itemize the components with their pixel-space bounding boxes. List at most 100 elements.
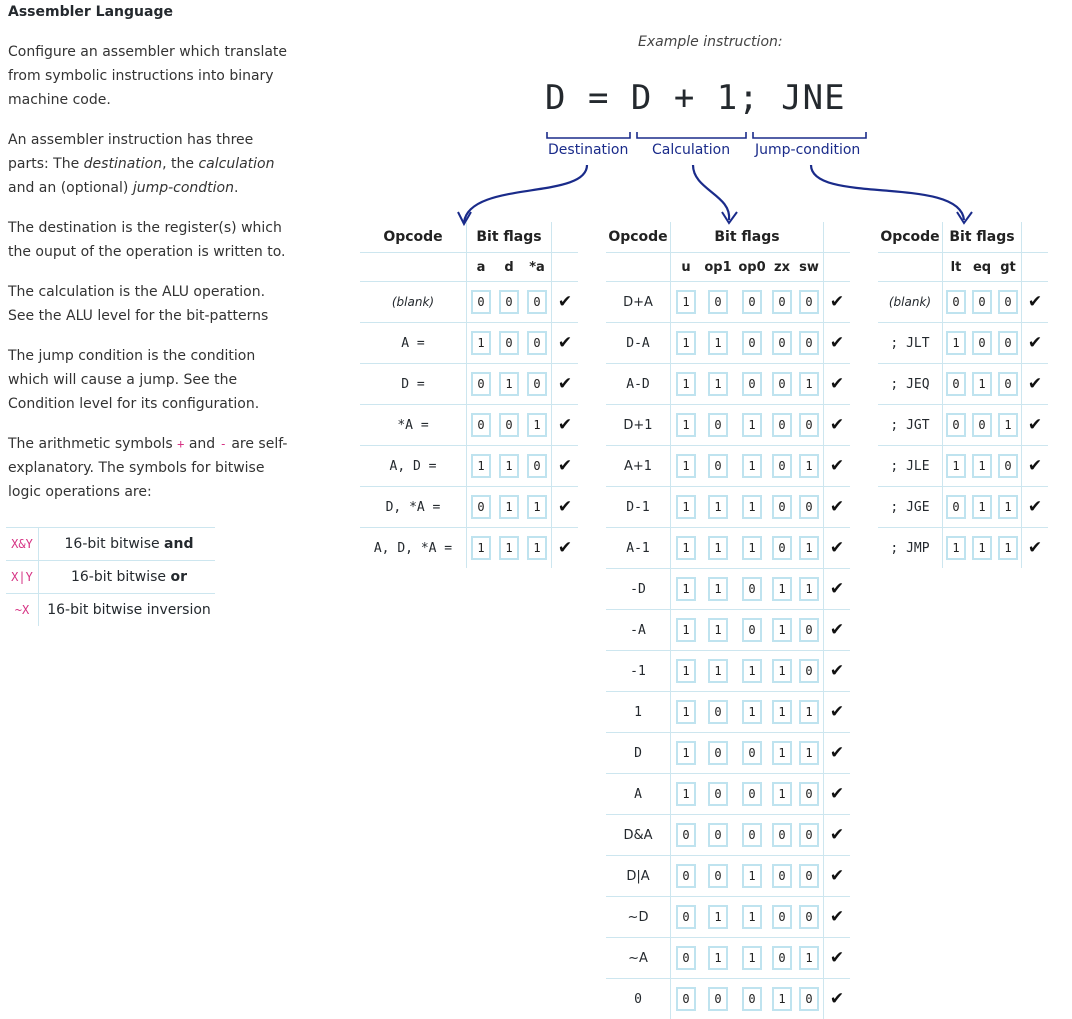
bit-toggle[interactable]: 0	[772, 864, 792, 888]
bit-toggle[interactable]: 0	[527, 372, 547, 396]
bit-toggle[interactable]: 0	[972, 331, 992, 355]
bit-toggle[interactable]: 1	[972, 495, 992, 519]
bit-toggle[interactable]: 0	[998, 290, 1018, 314]
bit-toggle[interactable]: 1	[499, 454, 519, 478]
bit-toggle[interactable]: 0	[799, 331, 819, 355]
bit-toggle[interactable]: 1	[499, 495, 519, 519]
bit-toggle[interactable]: 0	[708, 290, 728, 314]
bit-toggle[interactable]: 0	[708, 454, 728, 478]
bit-toggle[interactable]: 1	[527, 536, 547, 560]
bit-toggle[interactable]: 1	[708, 659, 728, 683]
bit-toggle[interactable]: 1	[772, 577, 792, 601]
bit-toggle[interactable]: 1	[471, 536, 491, 560]
bit-toggle[interactable]: 1	[499, 372, 519, 396]
bit-toggle[interactable]: 0	[772, 372, 792, 396]
bit-toggle[interactable]: 0	[742, 618, 762, 642]
bit-toggle[interactable]: 1	[708, 536, 728, 560]
bit-toggle[interactable]: 1	[742, 454, 762, 478]
bit-toggle[interactable]: 1	[708, 372, 728, 396]
bit-toggle[interactable]: 0	[799, 823, 819, 847]
bit-toggle[interactable]: 1	[946, 331, 966, 355]
bit-toggle[interactable]: 0	[799, 495, 819, 519]
bit-toggle[interactable]: 1	[676, 700, 696, 724]
bit-toggle[interactable]: 1	[772, 741, 792, 765]
bit-toggle[interactable]: 0	[772, 946, 792, 970]
bit-toggle[interactable]: 1	[708, 577, 728, 601]
bit-toggle[interactable]: 0	[972, 290, 992, 314]
bit-toggle[interactable]: 1	[676, 577, 696, 601]
bit-toggle[interactable]: 1	[742, 700, 762, 724]
bit-toggle[interactable]: 0	[946, 413, 966, 437]
bit-toggle[interactable]: 0	[772, 290, 792, 314]
bit-toggle[interactable]: 1	[527, 413, 547, 437]
bit-toggle[interactable]: 1	[742, 659, 762, 683]
bit-toggle[interactable]: 1	[799, 536, 819, 560]
bit-toggle[interactable]: 0	[676, 946, 696, 970]
bit-toggle[interactable]: 0	[772, 495, 792, 519]
bit-toggle[interactable]: 0	[799, 413, 819, 437]
bit-toggle[interactable]: 1	[772, 782, 792, 806]
bit-toggle[interactable]: 0	[708, 782, 728, 806]
bit-toggle[interactable]: 1	[676, 290, 696, 314]
bit-toggle[interactable]: 1	[708, 618, 728, 642]
bit-toggle[interactable]: 0	[471, 413, 491, 437]
bit-toggle[interactable]: 1	[676, 495, 696, 519]
bit-toggle[interactable]: 0	[708, 987, 728, 1011]
bit-toggle[interactable]: 0	[742, 331, 762, 355]
bit-toggle[interactable]: 0	[742, 987, 762, 1011]
bit-toggle[interactable]: 0	[799, 618, 819, 642]
bit-toggle[interactable]: 0	[708, 741, 728, 765]
bit-toggle[interactable]: 0	[676, 864, 696, 888]
bit-toggle[interactable]: 0	[772, 454, 792, 478]
bit-toggle[interactable]: 0	[799, 987, 819, 1011]
bit-toggle[interactable]: 0	[708, 864, 728, 888]
bit-toggle[interactable]: 1	[676, 741, 696, 765]
bit-toggle[interactable]: 0	[998, 454, 1018, 478]
bit-toggle[interactable]: 1	[946, 536, 966, 560]
bit-toggle[interactable]: 1	[471, 331, 491, 355]
bit-toggle[interactable]: 0	[742, 741, 762, 765]
bit-toggle[interactable]: 1	[799, 577, 819, 601]
bit-toggle[interactable]: 0	[676, 987, 696, 1011]
bit-toggle[interactable]: 1	[772, 987, 792, 1011]
bit-toggle[interactable]: 0	[471, 372, 491, 396]
bit-toggle[interactable]: 0	[742, 372, 762, 396]
bit-toggle[interactable]: 1	[676, 372, 696, 396]
bit-toggle[interactable]: 0	[799, 864, 819, 888]
bit-toggle[interactable]: 1	[998, 413, 1018, 437]
bit-toggle[interactable]: 0	[527, 331, 547, 355]
bit-toggle[interactable]: 0	[799, 290, 819, 314]
bit-toggle[interactable]: 0	[742, 290, 762, 314]
bit-toggle[interactable]: 0	[772, 536, 792, 560]
bit-toggle[interactable]: 1	[708, 946, 728, 970]
bit-toggle[interactable]: 1	[799, 946, 819, 970]
bit-toggle[interactable]: 0	[799, 905, 819, 929]
bit-toggle[interactable]: 1	[742, 946, 762, 970]
bit-toggle[interactable]: 1	[972, 372, 992, 396]
bit-toggle[interactable]: 1	[708, 331, 728, 355]
bit-toggle[interactable]: 0	[946, 372, 966, 396]
bit-toggle[interactable]: 1	[676, 618, 696, 642]
bit-toggle[interactable]: 1	[742, 495, 762, 519]
bit-toggle[interactable]: 1	[946, 454, 966, 478]
bit-toggle[interactable]: 1	[471, 454, 491, 478]
bit-toggle[interactable]: 1	[998, 536, 1018, 560]
bit-toggle[interactable]: 0	[499, 290, 519, 314]
bit-toggle[interactable]: 0	[972, 413, 992, 437]
bit-toggle[interactable]: 1	[799, 700, 819, 724]
bit-toggle[interactable]: 0	[946, 495, 966, 519]
bit-toggle[interactable]: 0	[742, 782, 762, 806]
bit-toggle[interactable]: 0	[772, 413, 792, 437]
bit-toggle[interactable]: 1	[998, 495, 1018, 519]
bit-toggle[interactable]: 1	[676, 782, 696, 806]
bit-toggle[interactable]: 0	[772, 823, 792, 847]
bit-toggle[interactable]: 1	[799, 454, 819, 478]
bit-toggle[interactable]: 0	[946, 290, 966, 314]
bit-toggle[interactable]: 0	[471, 290, 491, 314]
bit-toggle[interactable]: 1	[799, 741, 819, 765]
bit-toggle[interactable]: 1	[799, 372, 819, 396]
bit-toggle[interactable]: 0	[742, 577, 762, 601]
bit-toggle[interactable]: 0	[676, 823, 696, 847]
bit-toggle[interactable]: 0	[499, 413, 519, 437]
bit-toggle[interactable]: 1	[742, 413, 762, 437]
